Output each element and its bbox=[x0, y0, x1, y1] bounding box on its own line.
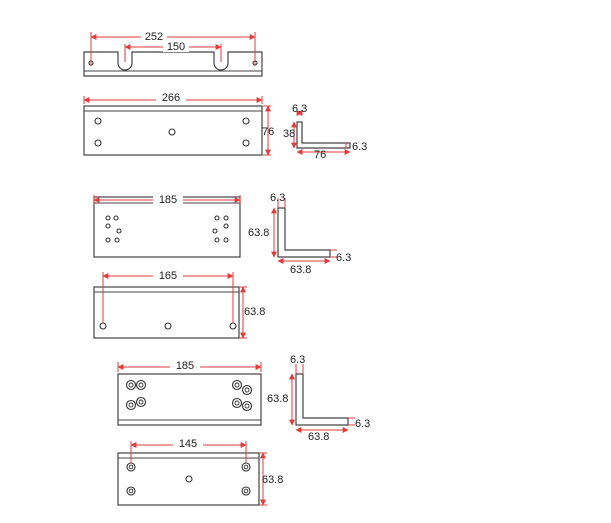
bracket-b-hole bbox=[168, 128, 176, 136]
dim-label-slot-span: 252 bbox=[145, 31, 163, 43]
profile-c: 6.3 63.8 63.8 6.3 bbox=[248, 192, 351, 276]
bracket-d-hole bbox=[99, 322, 107, 330]
bracket-e-hole-inner bbox=[234, 400, 240, 406]
bracket-b: 266 76 bbox=[83, 92, 274, 156]
bracket-e: 185 bbox=[117, 359, 262, 426]
dim-label-thk-top: 6.3 bbox=[290, 354, 305, 366]
bracket-c-hole-group-left bbox=[105, 215, 122, 243]
dim-label-thk-side: 6.3 bbox=[336, 252, 351, 264]
profile-e-body bbox=[295, 373, 349, 426]
dim-label-length: 266 bbox=[162, 92, 180, 104]
dim-label-length: 145 bbox=[179, 438, 197, 450]
bracket-c-hole bbox=[105, 223, 111, 229]
dim-label-thk-top: 6.3 bbox=[292, 103, 307, 115]
bracket-e-hole-inner bbox=[138, 399, 144, 405]
bracket-f-hole-inner bbox=[128, 464, 134, 470]
dim-label-length: 165 bbox=[159, 270, 177, 282]
profile-c-body bbox=[277, 207, 331, 258]
dim-label-thk-top: 6.3 bbox=[270, 192, 285, 204]
dim-label-leg-v: 38 bbox=[283, 128, 295, 140]
dim-label-leg-h: 63.8 bbox=[308, 431, 329, 443]
bracket-e-hole-inner bbox=[244, 387, 250, 393]
bracket-d: 165 63.8 bbox=[93, 268, 265, 339]
dim-label-leg-h: 76 bbox=[314, 149, 326, 161]
dim-label-leg-v: 63.8 bbox=[248, 227, 269, 239]
dim-label-length: 185 bbox=[159, 194, 177, 206]
bracket-d-hole bbox=[164, 322, 172, 330]
bracket-b-hole bbox=[94, 117, 102, 125]
bracket-e-hole-group-left bbox=[125, 379, 147, 411]
bracket-c-hole bbox=[223, 237, 229, 243]
profile-b: 6.3 38 76 6.3 bbox=[283, 103, 367, 161]
bracket-e-hole-inner bbox=[234, 382, 240, 388]
bracket-b-hole bbox=[94, 139, 102, 147]
dim-label-leg-h: 63.8 bbox=[290, 264, 311, 276]
bracket-f: 145 63.8 bbox=[117, 437, 283, 506]
dim-label-leg-v: 63.8 bbox=[267, 393, 288, 405]
bracket-d-hole bbox=[229, 322, 237, 330]
bracket-c: 185 bbox=[93, 192, 241, 258]
bracket-e-hole-inner bbox=[128, 402, 134, 408]
bracket-e-hole-inner bbox=[244, 403, 250, 409]
bracket-e-hole-inner bbox=[138, 382, 144, 388]
profile-b-body bbox=[296, 121, 351, 149]
bracket-f-hole-inner bbox=[128, 488, 134, 494]
bracket-c-hole bbox=[223, 223, 229, 229]
bracket-b-hole bbox=[242, 117, 250, 125]
bracket-f-hole-inner bbox=[243, 464, 249, 470]
bracket-b-hole bbox=[242, 139, 250, 147]
bracket-c-body bbox=[93, 196, 241, 258]
bracket-c-hole bbox=[214, 215, 220, 221]
bracket-c-hole bbox=[105, 237, 111, 243]
dim-label-height: 63.8 bbox=[244, 306, 265, 318]
bracket-a-body bbox=[83, 51, 263, 77]
dim-label-thk-side: 6.3 bbox=[355, 418, 370, 430]
dim-label-height: 63.8 bbox=[262, 474, 283, 486]
bracket-a: 252 150 bbox=[83, 30, 263, 77]
bracket-f-hole bbox=[185, 475, 193, 483]
bracket-c-hole bbox=[116, 228, 122, 234]
dim-label-length: 185 bbox=[176, 360, 194, 372]
bracket-c-hole bbox=[212, 228, 218, 234]
bracket-e-hole-inner bbox=[128, 382, 134, 388]
bracket-c-hole bbox=[105, 215, 111, 221]
bracket-c-hole bbox=[114, 237, 120, 243]
dim-label-slot-spacing: 150 bbox=[167, 41, 185, 53]
dim-label-height: 76 bbox=[262, 126, 274, 138]
dim-label-thk-side: 6.3 bbox=[352, 141, 367, 153]
bracket-d-body bbox=[93, 286, 240, 339]
profile-e: 6.3 63.8 63.8 6.3 bbox=[267, 354, 370, 443]
bracket-c-hole bbox=[113, 215, 119, 221]
bracket-c-hole bbox=[223, 215, 229, 221]
bracket-e-hole-group-right bbox=[231, 379, 253, 412]
bracket-c-hole-group-right bbox=[212, 215, 229, 243]
bracket-f-hole-inner bbox=[243, 488, 249, 494]
bracket-c-hole bbox=[214, 237, 220, 243]
